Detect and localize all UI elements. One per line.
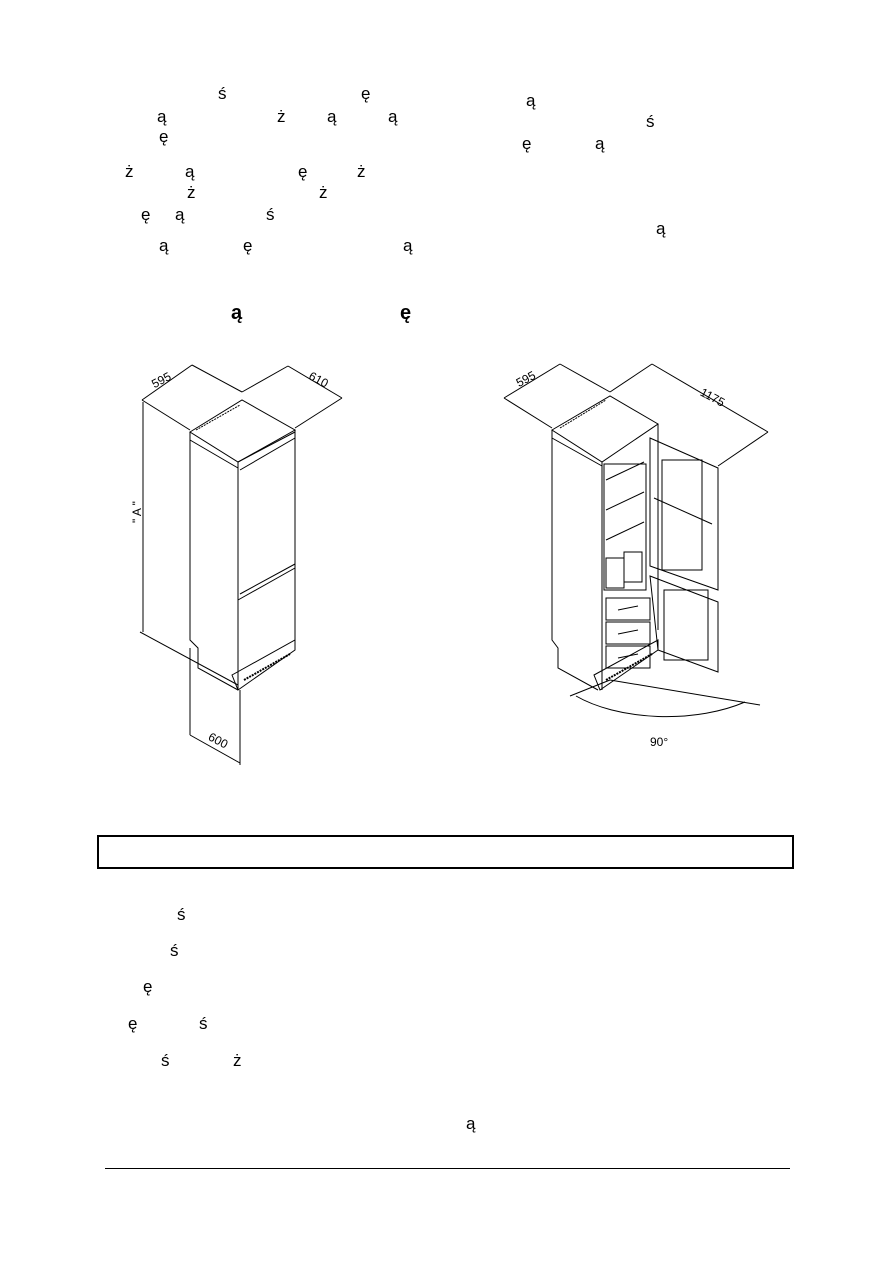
dim-angle-label: 90° xyxy=(650,735,668,749)
glyph: ż xyxy=(319,183,328,202)
glyph: ą xyxy=(403,236,413,255)
glyph: ę xyxy=(298,162,308,181)
glyph: ę xyxy=(522,134,532,153)
glyph: ę xyxy=(128,1014,138,1033)
dim-width-label: 595 xyxy=(514,368,539,390)
glyph: ą xyxy=(175,205,185,224)
glyph: ą xyxy=(157,107,167,126)
glyph: ą xyxy=(526,91,536,110)
glyph: ś xyxy=(177,905,186,924)
glyph: ż xyxy=(277,107,286,126)
glyph: ą xyxy=(388,107,398,126)
closed-fridge-diagram: 595 610 " A " 600 xyxy=(130,364,343,765)
glyph: ę xyxy=(243,236,253,255)
boxed-section-heading xyxy=(97,835,794,869)
glyph: ę xyxy=(159,127,169,146)
glyph: ś xyxy=(170,941,179,960)
glyph: ż xyxy=(357,162,366,181)
dim-height-label: " A " xyxy=(130,501,144,523)
dim-niche-label: 600 xyxy=(206,730,231,752)
glyph: ą xyxy=(656,219,666,238)
glyph: ą xyxy=(185,162,195,181)
glyph: ę xyxy=(400,302,412,324)
footer-glyph: ą xyxy=(466,1114,476,1133)
glyph: ś xyxy=(199,1014,208,1033)
glyph: ż xyxy=(125,162,134,181)
open-fridge-diagram: 595 1175 90° xyxy=(503,363,769,749)
glyph: ę xyxy=(143,977,153,996)
glyph: ą xyxy=(231,302,243,324)
glyph: ś xyxy=(161,1051,170,1070)
footer-rule xyxy=(105,1168,790,1169)
glyph: ę xyxy=(141,205,151,224)
glyph: ą xyxy=(159,236,169,255)
glyph: ś xyxy=(646,112,655,131)
glyph: ś xyxy=(218,84,227,103)
dim-width-label: 595 xyxy=(149,369,174,391)
glyph: ś xyxy=(266,205,275,224)
glyph: ż xyxy=(187,183,196,202)
glyph: ż xyxy=(233,1051,242,1070)
dim-depth-label: 610 xyxy=(306,369,331,391)
glyph: ę xyxy=(361,84,371,103)
glyph: ą xyxy=(327,107,337,126)
glyph: ą xyxy=(595,134,605,153)
